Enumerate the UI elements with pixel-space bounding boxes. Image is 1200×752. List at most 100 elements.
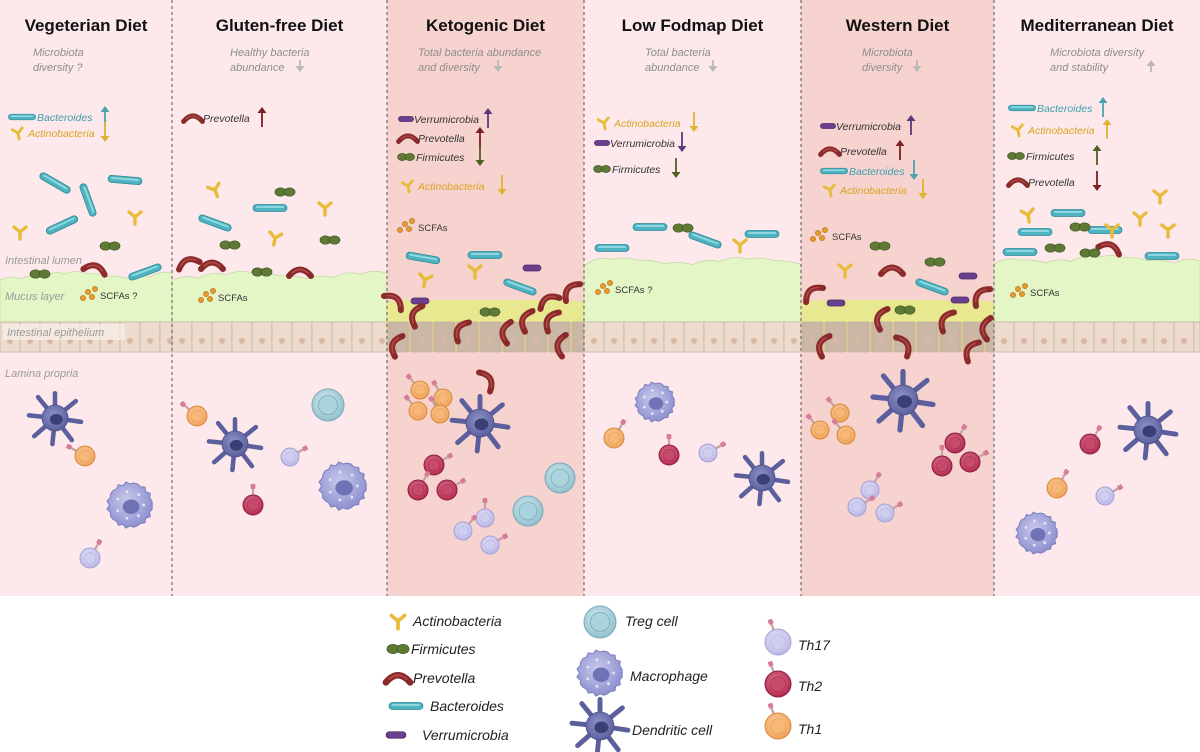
th1-cell bbox=[65, 443, 96, 467]
actino-bacterium bbox=[389, 613, 407, 631]
bacteria-label: Firmicutes bbox=[1026, 151, 1075, 163]
firmi-bacterium bbox=[1079, 248, 1101, 258]
prevotella-bacterium bbox=[562, 281, 584, 304]
change-arrow-up bbox=[483, 108, 493, 128]
epithelial-cell bbox=[1033, 321, 1055, 353]
bacteria-label: Prevotella bbox=[1028, 177, 1075, 189]
cell-nucleus bbox=[631, 338, 637, 344]
cell-nucleus bbox=[1001, 338, 1007, 344]
prevotella-bacterium bbox=[963, 339, 982, 365]
change-arrow-up bbox=[475, 127, 485, 147]
firmi-bacterium bbox=[397, 153, 415, 161]
actino-bacterium bbox=[1132, 211, 1148, 227]
legend-label: Macrophage bbox=[630, 668, 708, 684]
bacteria-entry-verru: Verrumicrobia bbox=[594, 132, 687, 152]
th17-cell bbox=[480, 533, 509, 555]
epithelium-cells bbox=[583, 321, 802, 353]
th1-cell bbox=[764, 702, 792, 740]
legend: ActinobacteriaFirmicutesPrevotellaBacter… bbox=[382, 605, 831, 752]
tcell-receptor bbox=[405, 373, 416, 384]
legend-label: Th2 bbox=[798, 678, 822, 694]
epithelium-cells bbox=[171, 321, 388, 353]
change-arrow-up bbox=[895, 140, 905, 160]
verru-bacterium bbox=[950, 296, 970, 304]
th17-cell bbox=[860, 471, 882, 500]
th1-cell bbox=[431, 379, 453, 408]
lumen-bacteria bbox=[1002, 189, 1180, 260]
th1-cell bbox=[179, 401, 208, 427]
panel-note-line1: Microbiota bbox=[33, 47, 84, 59]
bacteria-entry-actino: Actinobacteria bbox=[1010, 119, 1112, 139]
change-arrow-down bbox=[1092, 171, 1102, 191]
verru-bacterium bbox=[820, 123, 836, 129]
epithelial-cell bbox=[623, 321, 645, 353]
firmi-bacterium bbox=[274, 187, 296, 197]
bacteroides-bacterium bbox=[1002, 248, 1038, 256]
intestinal-epithelium-label: Intestinal epithelium bbox=[7, 327, 104, 339]
tcell-receptor bbox=[422, 470, 431, 482]
dendritic-cell bbox=[569, 696, 631, 752]
note-arrow bbox=[912, 60, 922, 72]
macro-cell bbox=[318, 461, 367, 511]
treg-cell bbox=[311, 388, 345, 422]
bacteroides-bacterium bbox=[252, 204, 288, 212]
immune-cells bbox=[26, 391, 153, 569]
epithelial-cell bbox=[723, 321, 745, 353]
cell-nucleus bbox=[691, 338, 697, 344]
verru-bacterium bbox=[385, 731, 407, 739]
tcell-receptor bbox=[767, 618, 775, 631]
epithelium-cells bbox=[387, 321, 587, 353]
prevotella-bacterium bbox=[816, 333, 833, 360]
cell-nucleus bbox=[299, 338, 305, 344]
bacteria-entry-firmi: Firmicutes bbox=[397, 146, 485, 166]
bacteria-label: Bacteroides bbox=[1037, 103, 1093, 115]
bacteroides-bacterium bbox=[467, 251, 503, 259]
epithelial-cell bbox=[1113, 321, 1135, 353]
tcell-receptor bbox=[1061, 468, 1070, 480]
cell-nucleus bbox=[791, 338, 797, 344]
bacteroides-bacterium bbox=[915, 278, 949, 296]
epithelial-cell bbox=[139, 321, 161, 353]
scfa-label: SCFAs ? bbox=[100, 291, 138, 302]
cell-nucleus bbox=[147, 338, 153, 344]
lumen-bacteria bbox=[381, 251, 584, 317]
tcell-receptor bbox=[497, 533, 509, 542]
epithelial-cell bbox=[1193, 321, 1200, 353]
cell-nucleus bbox=[1121, 338, 1127, 344]
epithelial-cell bbox=[1013, 321, 1035, 353]
cell-nucleus bbox=[1181, 338, 1187, 344]
tcell-receptor bbox=[250, 484, 256, 495]
epithelial-cell bbox=[1153, 321, 1175, 353]
cell-nucleus bbox=[591, 338, 597, 344]
prevotella-bacterium bbox=[893, 334, 912, 360]
immune-cells bbox=[805, 368, 990, 523]
epithelial-cell bbox=[411, 321, 432, 353]
firmi-bacterium bbox=[593, 165, 611, 173]
firmi-bacterium bbox=[869, 241, 891, 251]
epithelial-cell bbox=[1073, 321, 1095, 353]
legend-label: Actinobacteria bbox=[412, 613, 502, 629]
legend-item-bacteroides: Bacteroides bbox=[388, 698, 504, 714]
th1-cell bbox=[831, 418, 856, 445]
scfa-label: SCFAs bbox=[832, 232, 862, 243]
epithelial-cell bbox=[1173, 321, 1195, 353]
immune-cells bbox=[1015, 400, 1179, 555]
prevotella-bacterium bbox=[554, 331, 569, 360]
panel-title: Gluten-free Diet bbox=[216, 16, 344, 35]
bacteria-label: Actinobacteria bbox=[27, 128, 95, 140]
panel-note-line1: Total bacteria bbox=[645, 47, 711, 59]
actino-bacterium bbox=[732, 238, 748, 254]
dendritic-cell bbox=[26, 391, 84, 447]
epithelial-cell bbox=[331, 321, 353, 353]
epithelial-cell bbox=[271, 321, 293, 353]
panel-note-line2: abundance bbox=[645, 62, 699, 74]
bacteroides-bacterium bbox=[632, 223, 668, 231]
epithelial-cell bbox=[683, 321, 705, 353]
bacteria-label: Verrumicrobia bbox=[610, 138, 675, 150]
firmi-bacterium bbox=[99, 241, 121, 251]
bacteroides-bacterium bbox=[388, 702, 424, 710]
panel-title: Ketogenic Diet bbox=[426, 16, 545, 35]
